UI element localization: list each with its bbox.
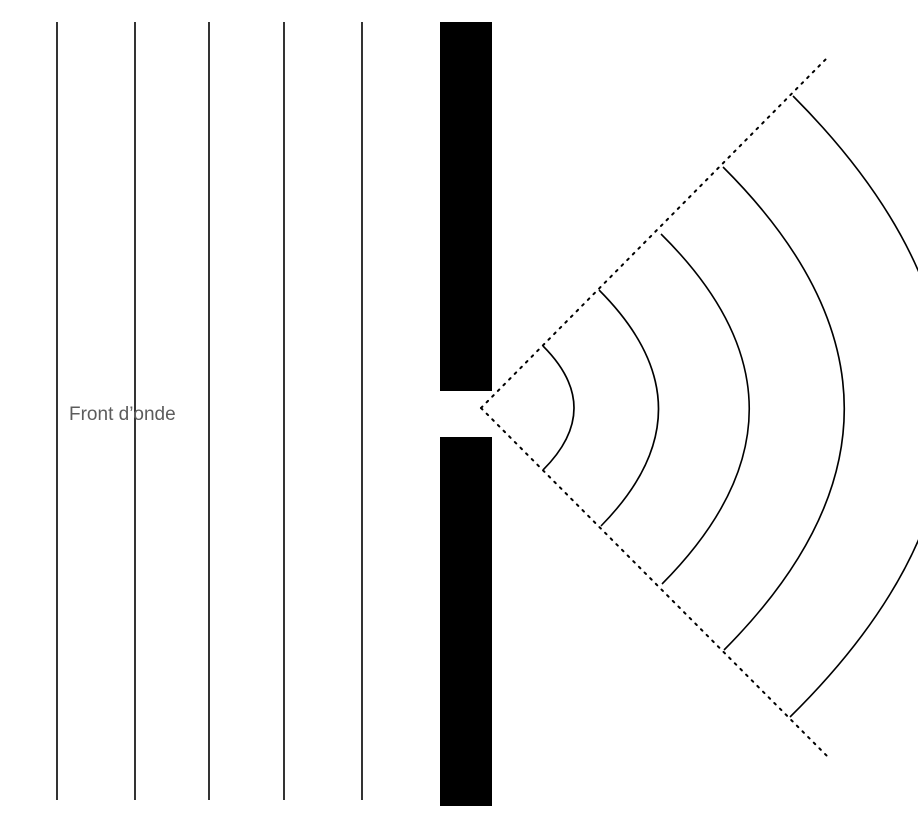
diffraction-boundary-lower (480, 407, 828, 757)
diffraction-boundary-upper (480, 57, 828, 409)
barrier-upper-wall (440, 22, 492, 391)
diffraction-boundaries (480, 57, 828, 757)
barrier-lower-wall (440, 437, 492, 806)
barrier (440, 22, 492, 806)
diffracted-wavefront-arc (789, 95, 918, 718)
wavefront-label: Front d’onde (69, 404, 176, 425)
diffracted-wavefront-arc (542, 345, 575, 471)
diffracted-wavefronts (542, 95, 918, 718)
diffracted-wavefront-arc (722, 166, 845, 651)
incident-wavefronts (56, 22, 363, 800)
diffracted-wavefront-arc (598, 289, 660, 527)
diffracted-wavefront-arc (660, 233, 751, 585)
